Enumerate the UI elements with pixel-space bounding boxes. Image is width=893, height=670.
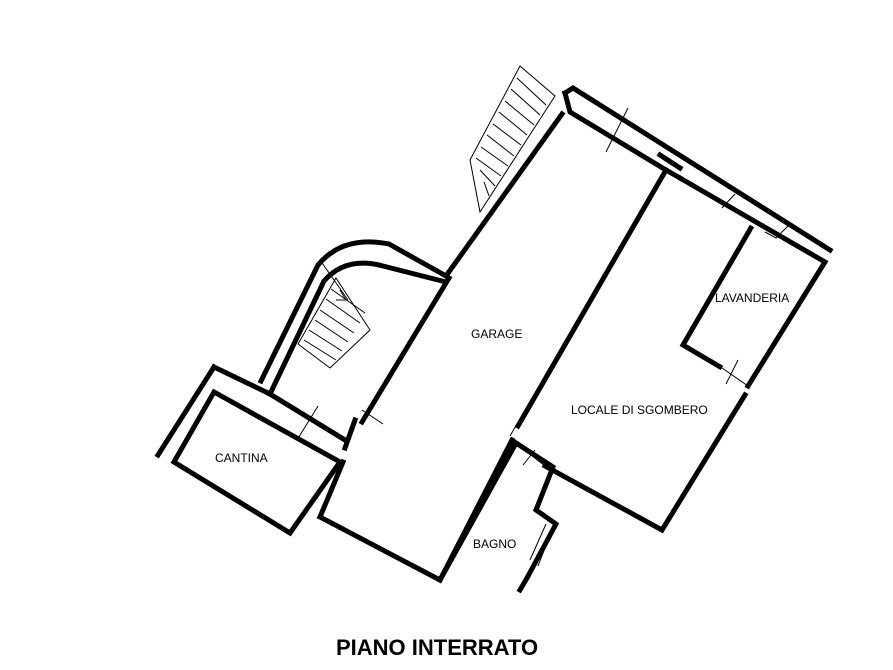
label-garage: GARAGE [471,327,522,341]
wall-sgombero-left [662,166,684,182]
wall-sgombero-outer [541,174,829,534]
wall-stair-bottom [266,390,349,444]
wall-bagno [436,439,560,594]
label-cantina: CANTINA [215,451,268,465]
wall-cantina [154,363,344,537]
label-lavanderia: LAVANDERIA [715,291,789,305]
wall-lavanderia [679,224,755,371]
stair-top [469,65,556,214]
wall-top [561,85,834,254]
label-locale-sgombero: LOCALE DI SGOMBERO [571,403,708,417]
floor-title: PIANO INTERRATO [336,635,538,660]
door-ticks [296,107,791,567]
label-bagno: BAGNO [473,537,516,551]
stair-internal [297,259,371,369]
wall-stair-curve [257,239,450,398]
wall-garage-left [341,110,566,452]
wall-garage-bottom [316,458,444,584]
